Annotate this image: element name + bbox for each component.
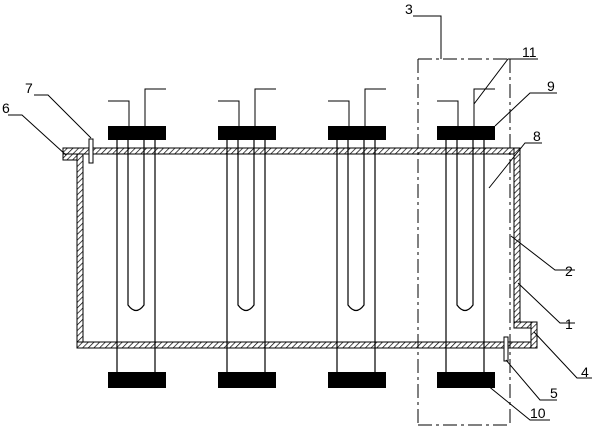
label-3: 3	[405, 1, 413, 17]
bottom-cap	[108, 372, 166, 388]
bottom-cap	[437, 372, 495, 388]
electrode-tube-2	[218, 88, 276, 388]
label-11: 11	[522, 44, 537, 60]
leader-lines	[8, 15, 592, 421]
top-cap	[437, 126, 495, 140]
label-2: 2	[565, 263, 573, 279]
label-7: 7	[25, 80, 33, 96]
electrode-tube-1	[108, 88, 166, 388]
label-6: 6	[2, 100, 10, 116]
inlet-valve	[88, 138, 94, 164]
tank-top-wall	[62, 147, 521, 155]
electrode-tube-3	[328, 88, 386, 388]
label-8: 8	[533, 128, 541, 144]
label-10: 10	[530, 405, 546, 421]
label-5: 5	[550, 385, 558, 401]
top-cap	[328, 126, 386, 140]
outlet-valve	[503, 336, 509, 362]
section-outline	[417, 58, 511, 426]
bottom-cap	[218, 372, 276, 388]
label-1: 1	[565, 316, 573, 332]
top-cap	[108, 126, 166, 140]
tank-right-wall	[513, 147, 521, 327]
top-cap	[218, 126, 276, 140]
outlet-pipe-end	[530, 321, 538, 349]
tank-body	[62, 147, 538, 349]
electrode-tube-4	[437, 88, 495, 388]
tank-bottom-wall	[76, 341, 538, 349]
label-4: 4	[581, 364, 589, 380]
bottom-cap	[328, 372, 386, 388]
label-9: 9	[547, 78, 555, 94]
tank-left-wall	[76, 153, 84, 347]
